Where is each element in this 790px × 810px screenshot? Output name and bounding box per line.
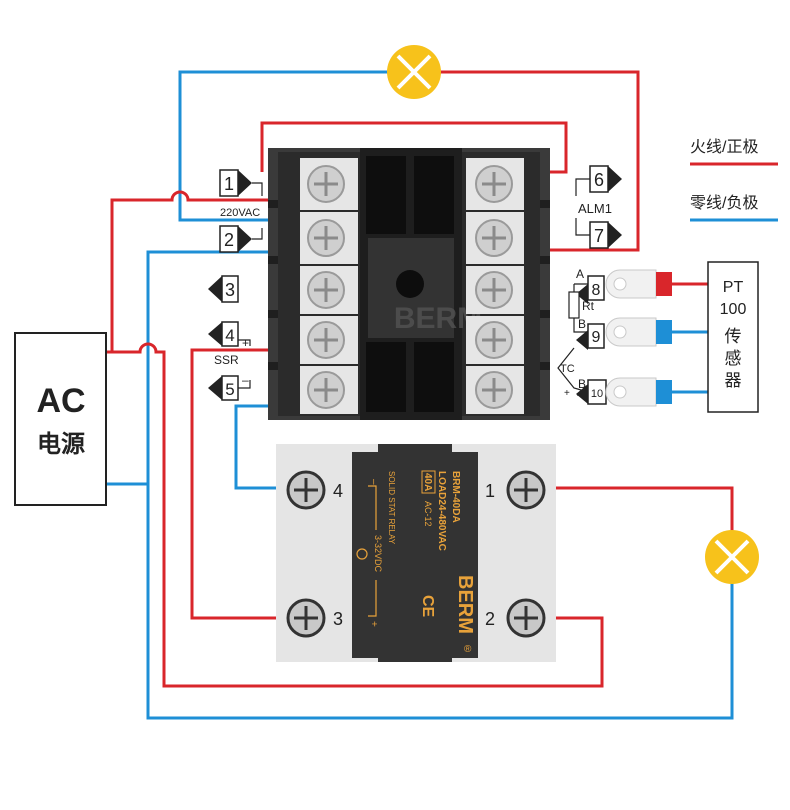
relay-input-plus: + — [368, 621, 379, 627]
wire-ssr-plus — [190, 348, 302, 620]
relay-terminal-4 — [286, 470, 326, 510]
controller-left-terminals — [300, 158, 358, 414]
right-label-9: 9 — [592, 329, 601, 346]
sensor-rt-label: Rt — [582, 299, 595, 313]
ac-power-source: AC 电源 — [14, 332, 107, 506]
wire-live-top — [440, 70, 640, 252]
controller-terminal-10 — [466, 366, 524, 414]
relay-model: BRM-40DA — [450, 471, 461, 523]
sensor-label-char-1: 传 — [725, 327, 742, 346]
relay-label-4: 4 — [333, 481, 343, 501]
controller-terminal-4 — [300, 316, 358, 364]
right-label-7: 7 — [594, 226, 604, 246]
wire-neutral-bottom — [146, 484, 734, 720]
right-label-8: 8 — [592, 282, 601, 299]
sensor-label-pt: PT — [723, 279, 744, 296]
controller-terminal-1 — [300, 158, 358, 210]
wire-live-loop — [260, 121, 568, 174]
controller-terminal-9 — [466, 316, 524, 364]
wire-neutral-ac — [106, 250, 282, 486]
right-label-10: 10 — [591, 388, 603, 400]
ring-lug-b1 — [605, 317, 672, 347]
ssr-label: SSR — [214, 353, 239, 367]
lamp-top-icon — [387, 45, 441, 99]
left-terminal-labels: 1 2 220VAC 3 4 + SSR 5 – — [208, 169, 263, 401]
relay-registered-icon: ® — [464, 644, 472, 655]
pt100-sensor: PT 100 传 感 器 — [707, 261, 759, 413]
wire-live-ac — [110, 190, 282, 352]
left-label-4: 4 — [225, 326, 234, 345]
lamp-right-icon — [705, 530, 759, 584]
relay-ce-mark: CE — [419, 595, 436, 618]
left-label-3: 3 — [225, 280, 235, 300]
relay-name: SOLID STAT RELAY — [387, 471, 396, 545]
sensor-plus-sign: + — [564, 388, 570, 399]
ring-lug-a — [605, 269, 672, 299]
relay-input: 3-32VDC — [373, 535, 383, 573]
sensor-label-100: 100 — [720, 301, 747, 318]
controller-terminal-2 — [300, 212, 358, 264]
sensor-label-char-3: 器 — [725, 371, 742, 390]
relay-label-1: 1 — [485, 481, 495, 501]
sensor-a-label: A — [576, 267, 584, 281]
sensor-label-char-2: 感 — [725, 349, 742, 368]
solid-state-relay: 4 1 3 2 BRM-40DA LOAD24-480VAC 40A AC-12… — [276, 444, 556, 662]
sensor-tc-label: TC — [560, 363, 575, 375]
relay-current: 40A — [422, 473, 433, 491]
ssr-minus-sign: – — [242, 373, 249, 387]
ring-lugs — [605, 269, 672, 407]
temperature-controller: BERM ® — [268, 148, 550, 420]
legend-live-label: 火线/正极 — [690, 138, 758, 156]
legend-neutral-label: 零线/负极 — [690, 194, 758, 212]
relay-input-minus: – — [368, 479, 379, 485]
controller-mount-hole — [396, 270, 424, 298]
relay-label-2: 2 — [485, 609, 495, 629]
controller-terminal-7 — [466, 212, 524, 264]
left-label-5: 5 — [225, 380, 234, 399]
alarm-label: ALM1 — [578, 201, 612, 216]
sensor-minus-sign: – — [577, 390, 583, 401]
controller-terminal-6 — [466, 158, 524, 210]
relay-label-3: 3 — [333, 609, 343, 629]
sensor-symbols — [557, 283, 589, 393]
relay-input-bracket — [368, 485, 377, 617]
relay-terminal-3 — [286, 598, 326, 638]
sensor-b2-label: B — [578, 377, 586, 391]
left-label-1: 1 — [224, 174, 234, 194]
ring-lug-b2 — [605, 377, 672, 407]
supply-voltage-label: 220VAC — [220, 207, 260, 219]
wire-live-relay-out — [528, 486, 734, 532]
wires — [106, 70, 734, 720]
controller-terminal-8 — [466, 266, 524, 314]
ac-subtitle: 电源 — [37, 431, 85, 458]
relay-load: LOAD24-480VAC — [436, 471, 447, 551]
relay-terminal-2 — [506, 598, 546, 638]
relay-brand: BERM — [454, 575, 476, 634]
right-label-6: 6 — [594, 170, 604, 190]
controller-right-terminals — [466, 158, 524, 414]
wire-live-ssr — [106, 342, 604, 688]
legend: 火线/正极 零线/负极 — [690, 138, 778, 222]
left-label-2: 2 — [224, 230, 234, 250]
relay-type: AC-12 — [423, 501, 433, 527]
sensor-b1-label: B — [578, 317, 586, 331]
ssr-plus-sign: + — [242, 336, 249, 350]
controller-terminal-5 — [300, 366, 358, 414]
relay-led-icon — [356, 548, 368, 560]
wire-ssr-minus — [234, 404, 302, 490]
wire-neutral-top — [178, 70, 388, 222]
controller-terminal-3 — [300, 266, 358, 314]
ac-title: AC — [36, 382, 85, 420]
relay-terminal-1 — [506, 470, 546, 510]
